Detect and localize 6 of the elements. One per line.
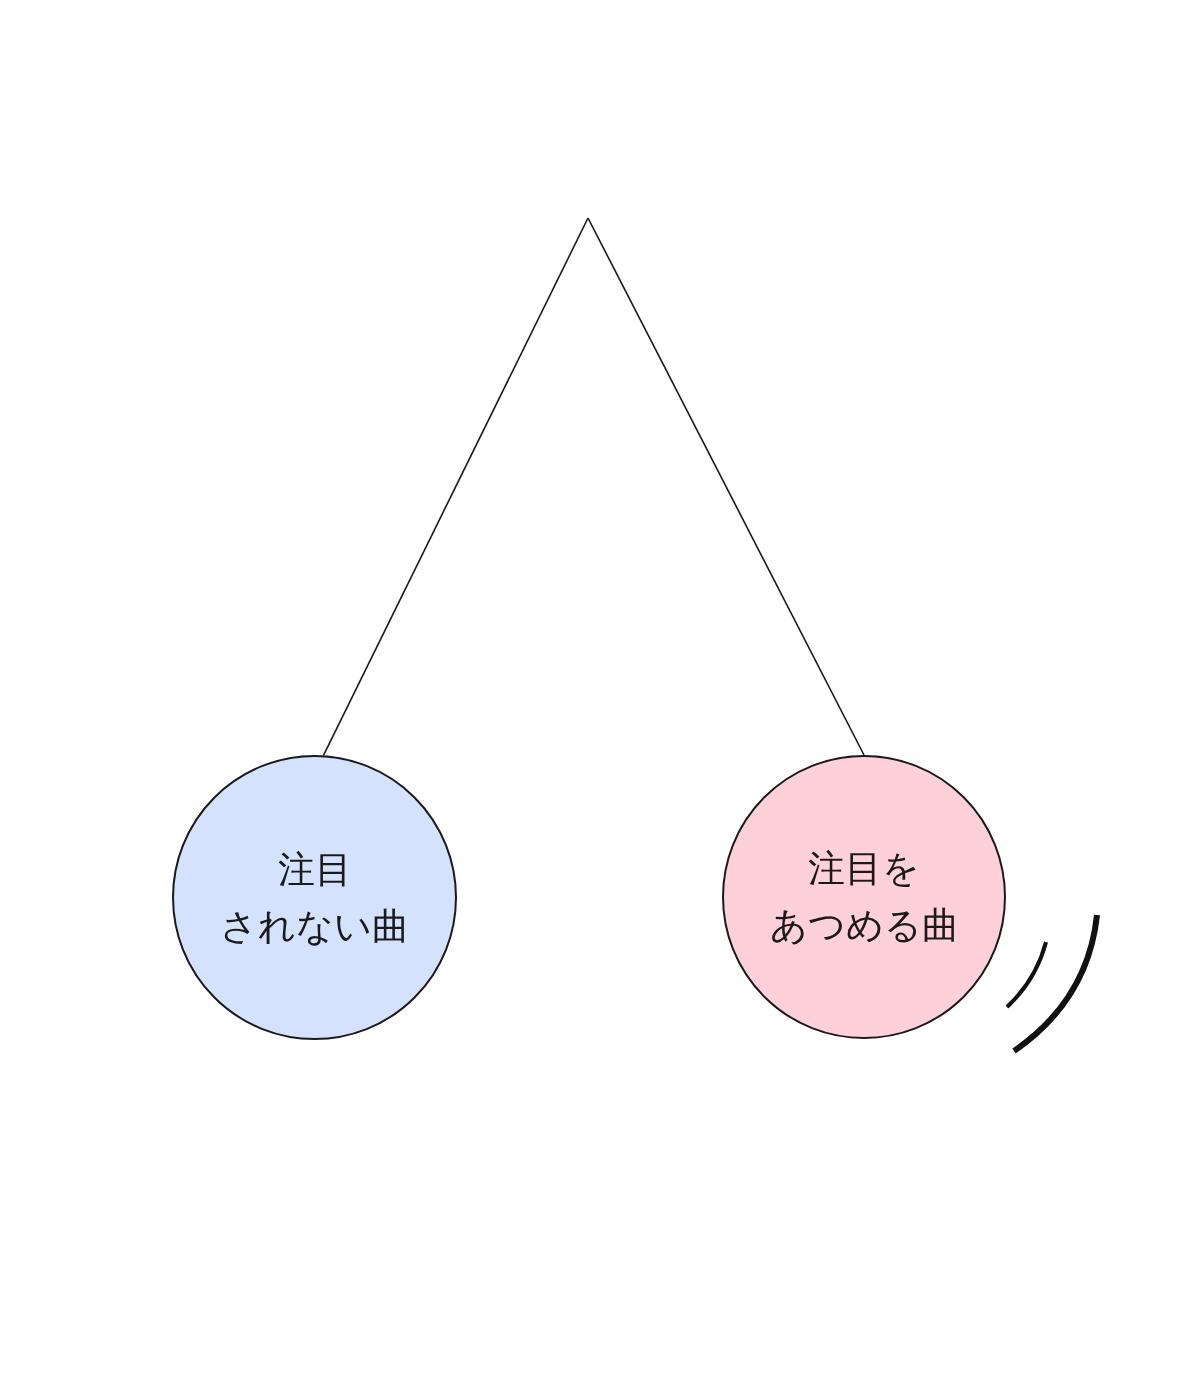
pendulum-string xyxy=(322,217,589,757)
node-label: されない曲 xyxy=(220,903,409,950)
pendulum-string xyxy=(587,217,865,756)
node-label: あつめる曲 xyxy=(769,903,959,949)
node-label: 注目 xyxy=(277,846,352,893)
node-label: 注目を xyxy=(808,846,920,892)
